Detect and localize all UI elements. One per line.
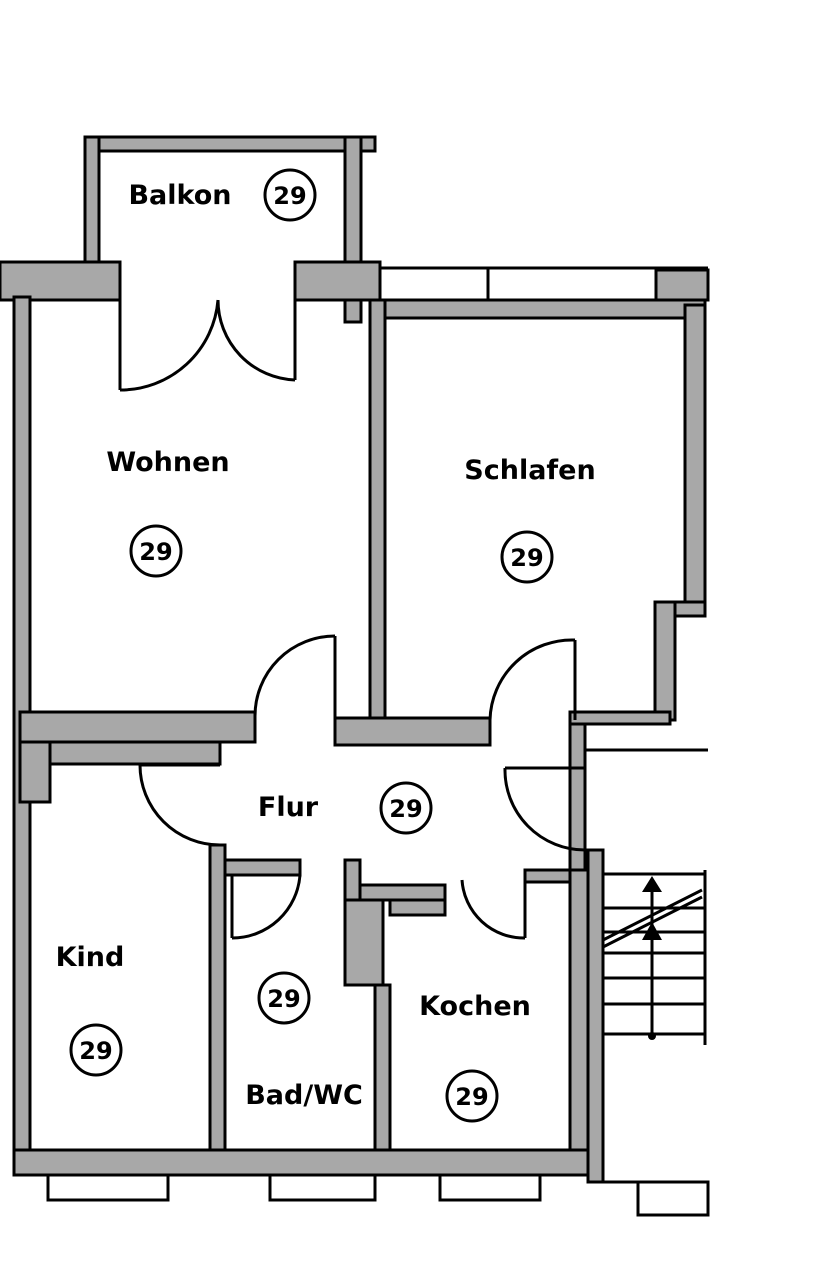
room-label: Balkon bbox=[128, 180, 231, 211]
room-number: 29 bbox=[79, 1037, 112, 1065]
room-label: Wohnen bbox=[106, 447, 229, 478]
walls bbox=[0, 135, 710, 1217]
staircase bbox=[602, 872, 705, 1040]
room-label: Flur bbox=[258, 792, 319, 823]
room-label: Kind bbox=[56, 942, 125, 973]
room-schlafen: Schlafen 29 bbox=[464, 455, 596, 584]
arrow-up-icon bbox=[642, 876, 662, 892]
room-flur: Flur 29 bbox=[258, 781, 433, 835]
doors bbox=[118, 299, 586, 940]
room-kind: Kind 29 bbox=[56, 942, 125, 1077]
room-number: 29 bbox=[389, 795, 422, 823]
room-number: 29 bbox=[273, 182, 306, 210]
room-bad: Bad/WC 29 bbox=[245, 971, 363, 1111]
room-balkon: Balkon 29 bbox=[128, 168, 317, 222]
room-label: Kochen bbox=[419, 991, 531, 1022]
room-number: 29 bbox=[139, 538, 172, 566]
room-label: Bad/WC bbox=[245, 1080, 363, 1111]
room-number: 29 bbox=[455, 1083, 488, 1111]
room-label: Schlafen bbox=[464, 455, 595, 486]
arrow-up-icon bbox=[642, 922, 662, 940]
room-kochen: Kochen 29 bbox=[419, 991, 531, 1123]
room-wohnen: Wohnen 29 bbox=[106, 447, 230, 578]
room-number: 29 bbox=[267, 985, 300, 1013]
room-number: 29 bbox=[510, 544, 543, 572]
